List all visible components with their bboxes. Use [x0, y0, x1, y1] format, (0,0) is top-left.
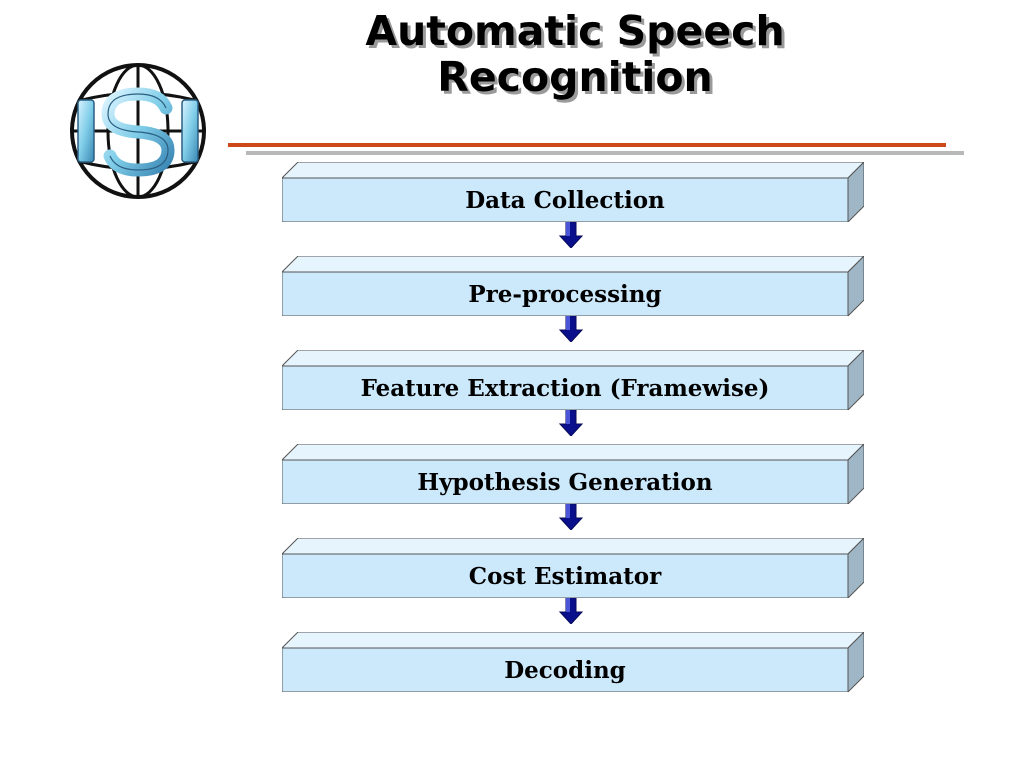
title-line-2: Recognition [437, 53, 713, 101]
step-data-collection: Data Collection [282, 162, 864, 222]
arrow-down-icon [558, 503, 584, 531]
globe-logo-icon [68, 58, 210, 204]
step-cost-estimator: Cost Estimator [282, 538, 864, 598]
step-label: Pre-processing [468, 280, 662, 308]
step-decoding: Decoding [282, 632, 864, 692]
arrow-down-icon [558, 221, 584, 249]
step-label: Cost Estimator [468, 562, 662, 590]
step-label: Data Collection [465, 186, 665, 214]
title-line-1: Automatic Speech [365, 7, 785, 55]
step-label: Hypothesis Generation [417, 468, 713, 496]
arrow-down-icon [558, 597, 584, 625]
step-hypothesis-generation: Hypothesis Generation [282, 444, 864, 504]
arrow-down-icon [558, 409, 584, 437]
slide-title: Automatic Speech Recognition [230, 8, 920, 100]
title-rule-primary [228, 143, 946, 147]
step-feature-extraction: Feature Extraction (Framewise) [282, 350, 864, 410]
step-pre-processing: Pre-processing [282, 256, 864, 316]
arrow-down-icon [558, 315, 584, 343]
title-rule-secondary [246, 151, 964, 155]
step-label: Feature Extraction (Framewise) [360, 374, 770, 402]
step-label: Decoding [504, 656, 626, 684]
